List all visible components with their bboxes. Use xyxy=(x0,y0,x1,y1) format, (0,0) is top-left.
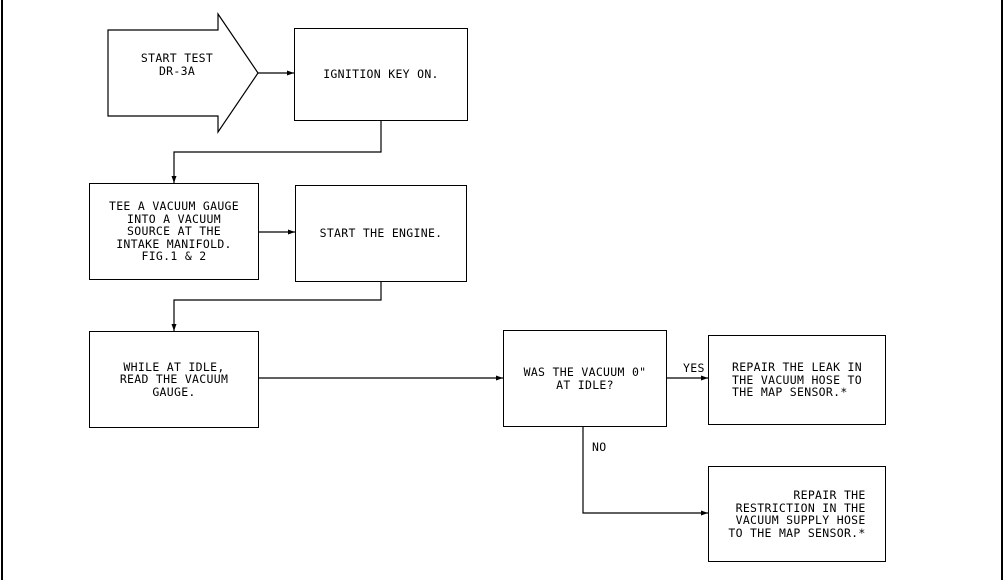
start-engine-text: START THE ENGINE. xyxy=(319,226,443,241)
repair-restriction-text: REPAIR THE RESTRICTION IN THE VACUUM SUP… xyxy=(728,488,866,540)
read-vacuum-gauge-text: WHILE AT IDLE, READ THE VACUUM GAUGE. xyxy=(119,359,229,399)
repair-restriction-box: REPAIR THE RESTRICTION IN THE VACUUM SUP… xyxy=(708,466,886,562)
start-engine-box: START THE ENGINE. xyxy=(295,185,467,282)
repair-leak-box: REPAIR THE LEAK IN THE VACUUM HOSE TO TH… xyxy=(708,335,886,425)
decision-vacuum-text: WAS THE VACUUM 0" AT IDLE? xyxy=(523,365,647,392)
no-label: NO xyxy=(592,440,607,454)
start-arrow-shape xyxy=(107,12,259,134)
page-frame-left xyxy=(1,0,3,580)
start-test-label: START TEST DR-3A xyxy=(140,51,214,78)
decision-vacuum-box: WAS THE VACUUM 0" AT IDLE? xyxy=(503,330,667,427)
read-vacuum-gauge-box: WHILE AT IDLE, READ THE VACUUM GAUGE. xyxy=(89,331,259,428)
yes-label: YES xyxy=(683,361,705,375)
tee-vacuum-gauge-box: TEE A VACUUM GAUGE INTO A VACUUM SOURCE … xyxy=(89,183,259,280)
page-frame-right xyxy=(1001,0,1003,580)
connector-start-engine-to-read-gauge xyxy=(171,281,382,331)
connector-no-to-restriction xyxy=(582,427,708,516)
ignition-key-on-text: IGNITION KEY ON. xyxy=(323,67,439,82)
ignition-key-on-box: IGNITION KEY ON. xyxy=(294,28,468,121)
connector-ignition-to-tee xyxy=(171,120,382,183)
repair-leak-text: REPAIR THE LEAK IN THE VACUUM HOSE TO TH… xyxy=(731,360,863,400)
tee-vacuum-gauge-text: TEE A VACUUM GAUGE INTO A VACUUM SOURCE … xyxy=(108,199,240,264)
